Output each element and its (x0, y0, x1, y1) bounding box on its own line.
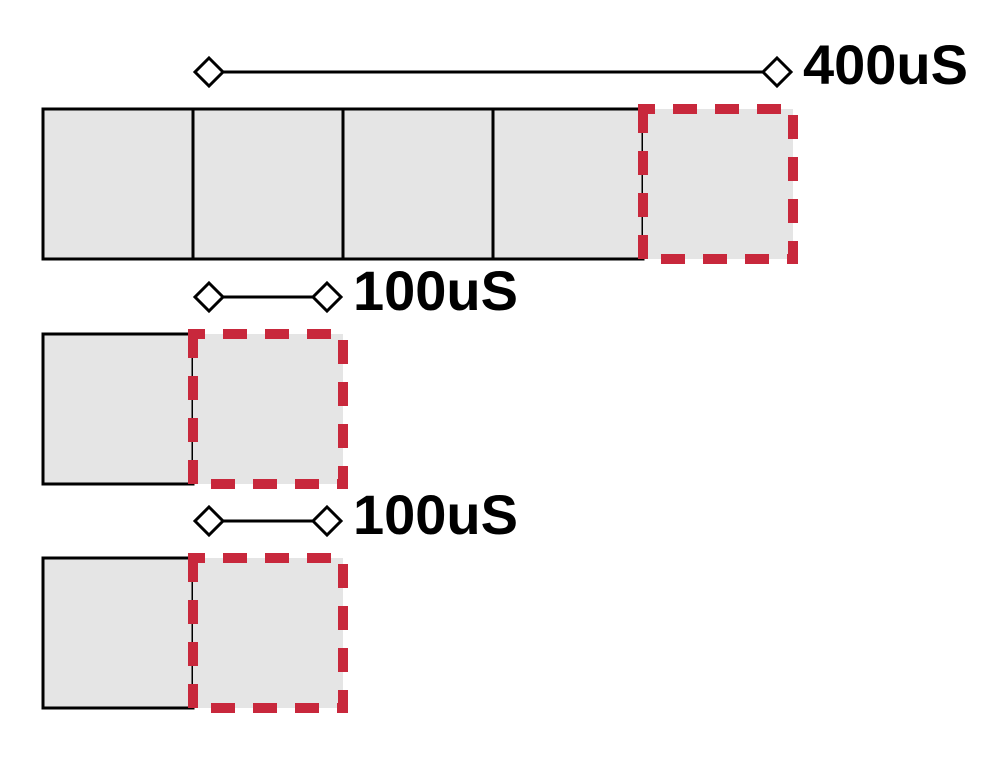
row-2-span-label: 100uS (353, 259, 518, 322)
row-1-cell-4 (491, 107, 645, 261)
row-3-highlight-dashed-border (188, 553, 348, 713)
row-1-cell-1 (41, 107, 195, 261)
row-2: 100uS (41, 259, 518, 489)
row-2-highlighted-cell (193, 334, 343, 484)
row-1-span-label: 400uS (803, 33, 968, 96)
row-1-span-start-diamond-icon (192, 55, 226, 89)
row-1-span-end-diamond-icon (760, 55, 794, 89)
row-2-span-end-diamond-icon (310, 280, 344, 314)
row-1-span-marker (192, 55, 794, 89)
row-3-span-marker (192, 504, 344, 538)
row-1-highlight-dashed-border (638, 104, 798, 264)
row-2-span-start-diamond-icon (192, 280, 226, 314)
row-1-cell-3 (341, 107, 495, 261)
row-2-highlight-dashed-border (188, 329, 348, 489)
row-2-span-marker (192, 280, 344, 314)
row-3-highlighted-cell (193, 558, 343, 708)
row-3: 100uS (41, 483, 518, 713)
row-3-span-start-diamond-icon (192, 504, 226, 538)
row-3-span-end-diamond-icon (310, 504, 344, 538)
row-1: 400uS (41, 33, 968, 264)
row-3-cell-1 (41, 556, 195, 710)
row-1-highlighted-cell (643, 109, 793, 259)
row-1-cell-2 (191, 107, 345, 261)
row-3-span-label: 100uS (353, 483, 518, 546)
row-2-cell-1 (41, 332, 195, 486)
